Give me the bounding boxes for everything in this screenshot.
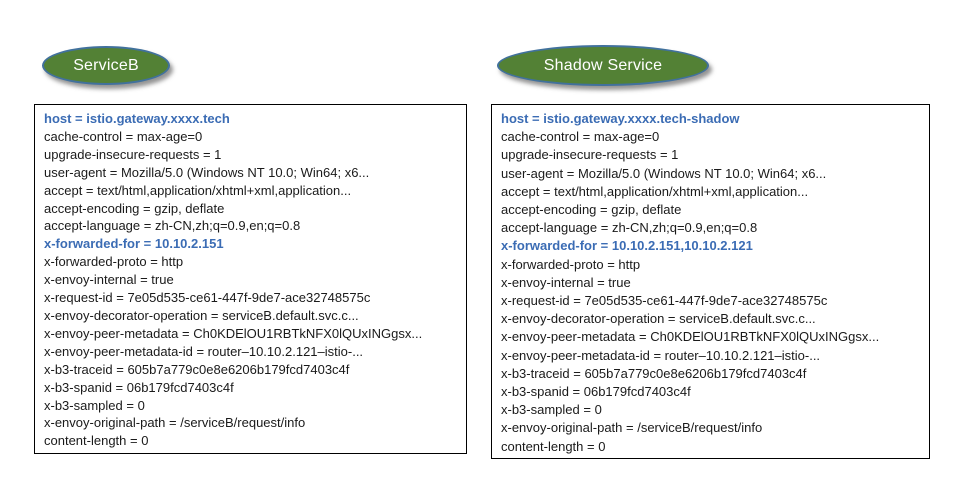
- header-line: accept-language = zh-CN,zh;q=0.9,en;q=0.…: [44, 218, 301, 234]
- header-line: x-request-id = 7e05d535-ce61-447f-9de7-a…: [44, 290, 371, 306]
- header-line: x-envoy-original-path = /serviceB/reques…: [44, 415, 306, 431]
- shadow-service-oval-label: Shadow Service: [543, 56, 663, 74]
- header-line: x-envoy-peer-metadata = Ch0KDElOU1RBTkNF…: [44, 325, 423, 341]
- header-line: x-b3-spanid = 06b179fcd7403c4f: [501, 384, 691, 400]
- header-line: x-envoy-decorator-operation = serviceB.d…: [44, 307, 359, 323]
- header-line: x-b3-traceid = 605b7a779c0e8e6206b179fcd…: [501, 365, 807, 381]
- header-line: x-forwarded-proto = http: [44, 254, 184, 270]
- header-line: accept-encoding = gzip, deflate: [501, 202, 682, 218]
- serviceb-oval-label: ServiceB: [73, 56, 139, 74]
- header-line: x-forwarded-for = 10.10.2.151: [44, 236, 224, 252]
- shadow-service-headers-box: host = istio.gateway.xxxx.tech-shadow cac…: [491, 104, 930, 459]
- header-line: x-b3-traceid = 605b7a779c0e8e6206b179fcd…: [44, 361, 350, 377]
- shadow-service-oval-shape: Shadow Service: [497, 45, 709, 86]
- header-line: content-length = 0: [501, 438, 606, 454]
- header-line: cache-control = max-age=0: [44, 128, 203, 144]
- header-line: x-forwarded-for = 10.10.2.151,10.10.2.12…: [501, 238, 753, 254]
- serviceb-oval-shape: ServiceB: [42, 46, 170, 85]
- header-line: user-agent = Mozilla/5.0 (Windows NT 10.…: [501, 165, 827, 181]
- header-line: x-envoy-peer-metadata = Ch0KDElOU1RBTkNF…: [501, 329, 880, 345]
- header-line: x-envoy-decorator-operation = serviceB.d…: [501, 311, 816, 327]
- header-line: accept-encoding = gzip, deflate: [44, 200, 225, 216]
- header-line: x-envoy-internal = true: [44, 272, 174, 288]
- header-line: x-request-id = 7e05d535-ce61-447f-9de7-a…: [501, 293, 828, 309]
- header-line: x-envoy-peer-metadata-id = router–10.10.…: [501, 347, 821, 363]
- serviceb-headers-box: host = istio.gateway.xxxx.tech cache-cont…: [34, 104, 467, 454]
- header-line: x-forwarded-proto = http: [501, 256, 641, 272]
- header-line: x-envoy-original-path = /serviceB/reques…: [501, 420, 763, 436]
- header-line: accept = text/html,application/xhtml+xml…: [501, 183, 809, 199]
- header-line: host = istio.gateway.xxxx.tech: [44, 111, 230, 126]
- header-line: x-envoy-internal = true: [501, 274, 631, 290]
- header-line: x-b3-spanid = 06b179fcd7403c4f: [44, 379, 234, 395]
- header-line: upgrade-insecure-requests = 1: [501, 147, 679, 163]
- header-line: x-b3-sampled = 0: [44, 397, 145, 413]
- header-line: x-b3-sampled = 0: [501, 402, 602, 418]
- header-line: content-length = 0: [44, 433, 149, 449]
- header-line: host = istio.gateway.xxxx.tech-shadow: [501, 111, 740, 126]
- header-line: accept-language = zh-CN,zh;q=0.9,en;q=0.…: [501, 220, 758, 236]
- header-line: x-envoy-peer-metadata-id = router–10.10.…: [44, 343, 364, 359]
- header-line: accept = text/html,application/xhtml+xml…: [44, 182, 352, 198]
- header-line: user-agent = Mozilla/5.0 (Windows NT 10.…: [44, 164, 370, 180]
- header-line: upgrade-insecure-requests = 1: [44, 146, 222, 162]
- header-line: cache-control = max-age=0: [501, 129, 660, 145]
